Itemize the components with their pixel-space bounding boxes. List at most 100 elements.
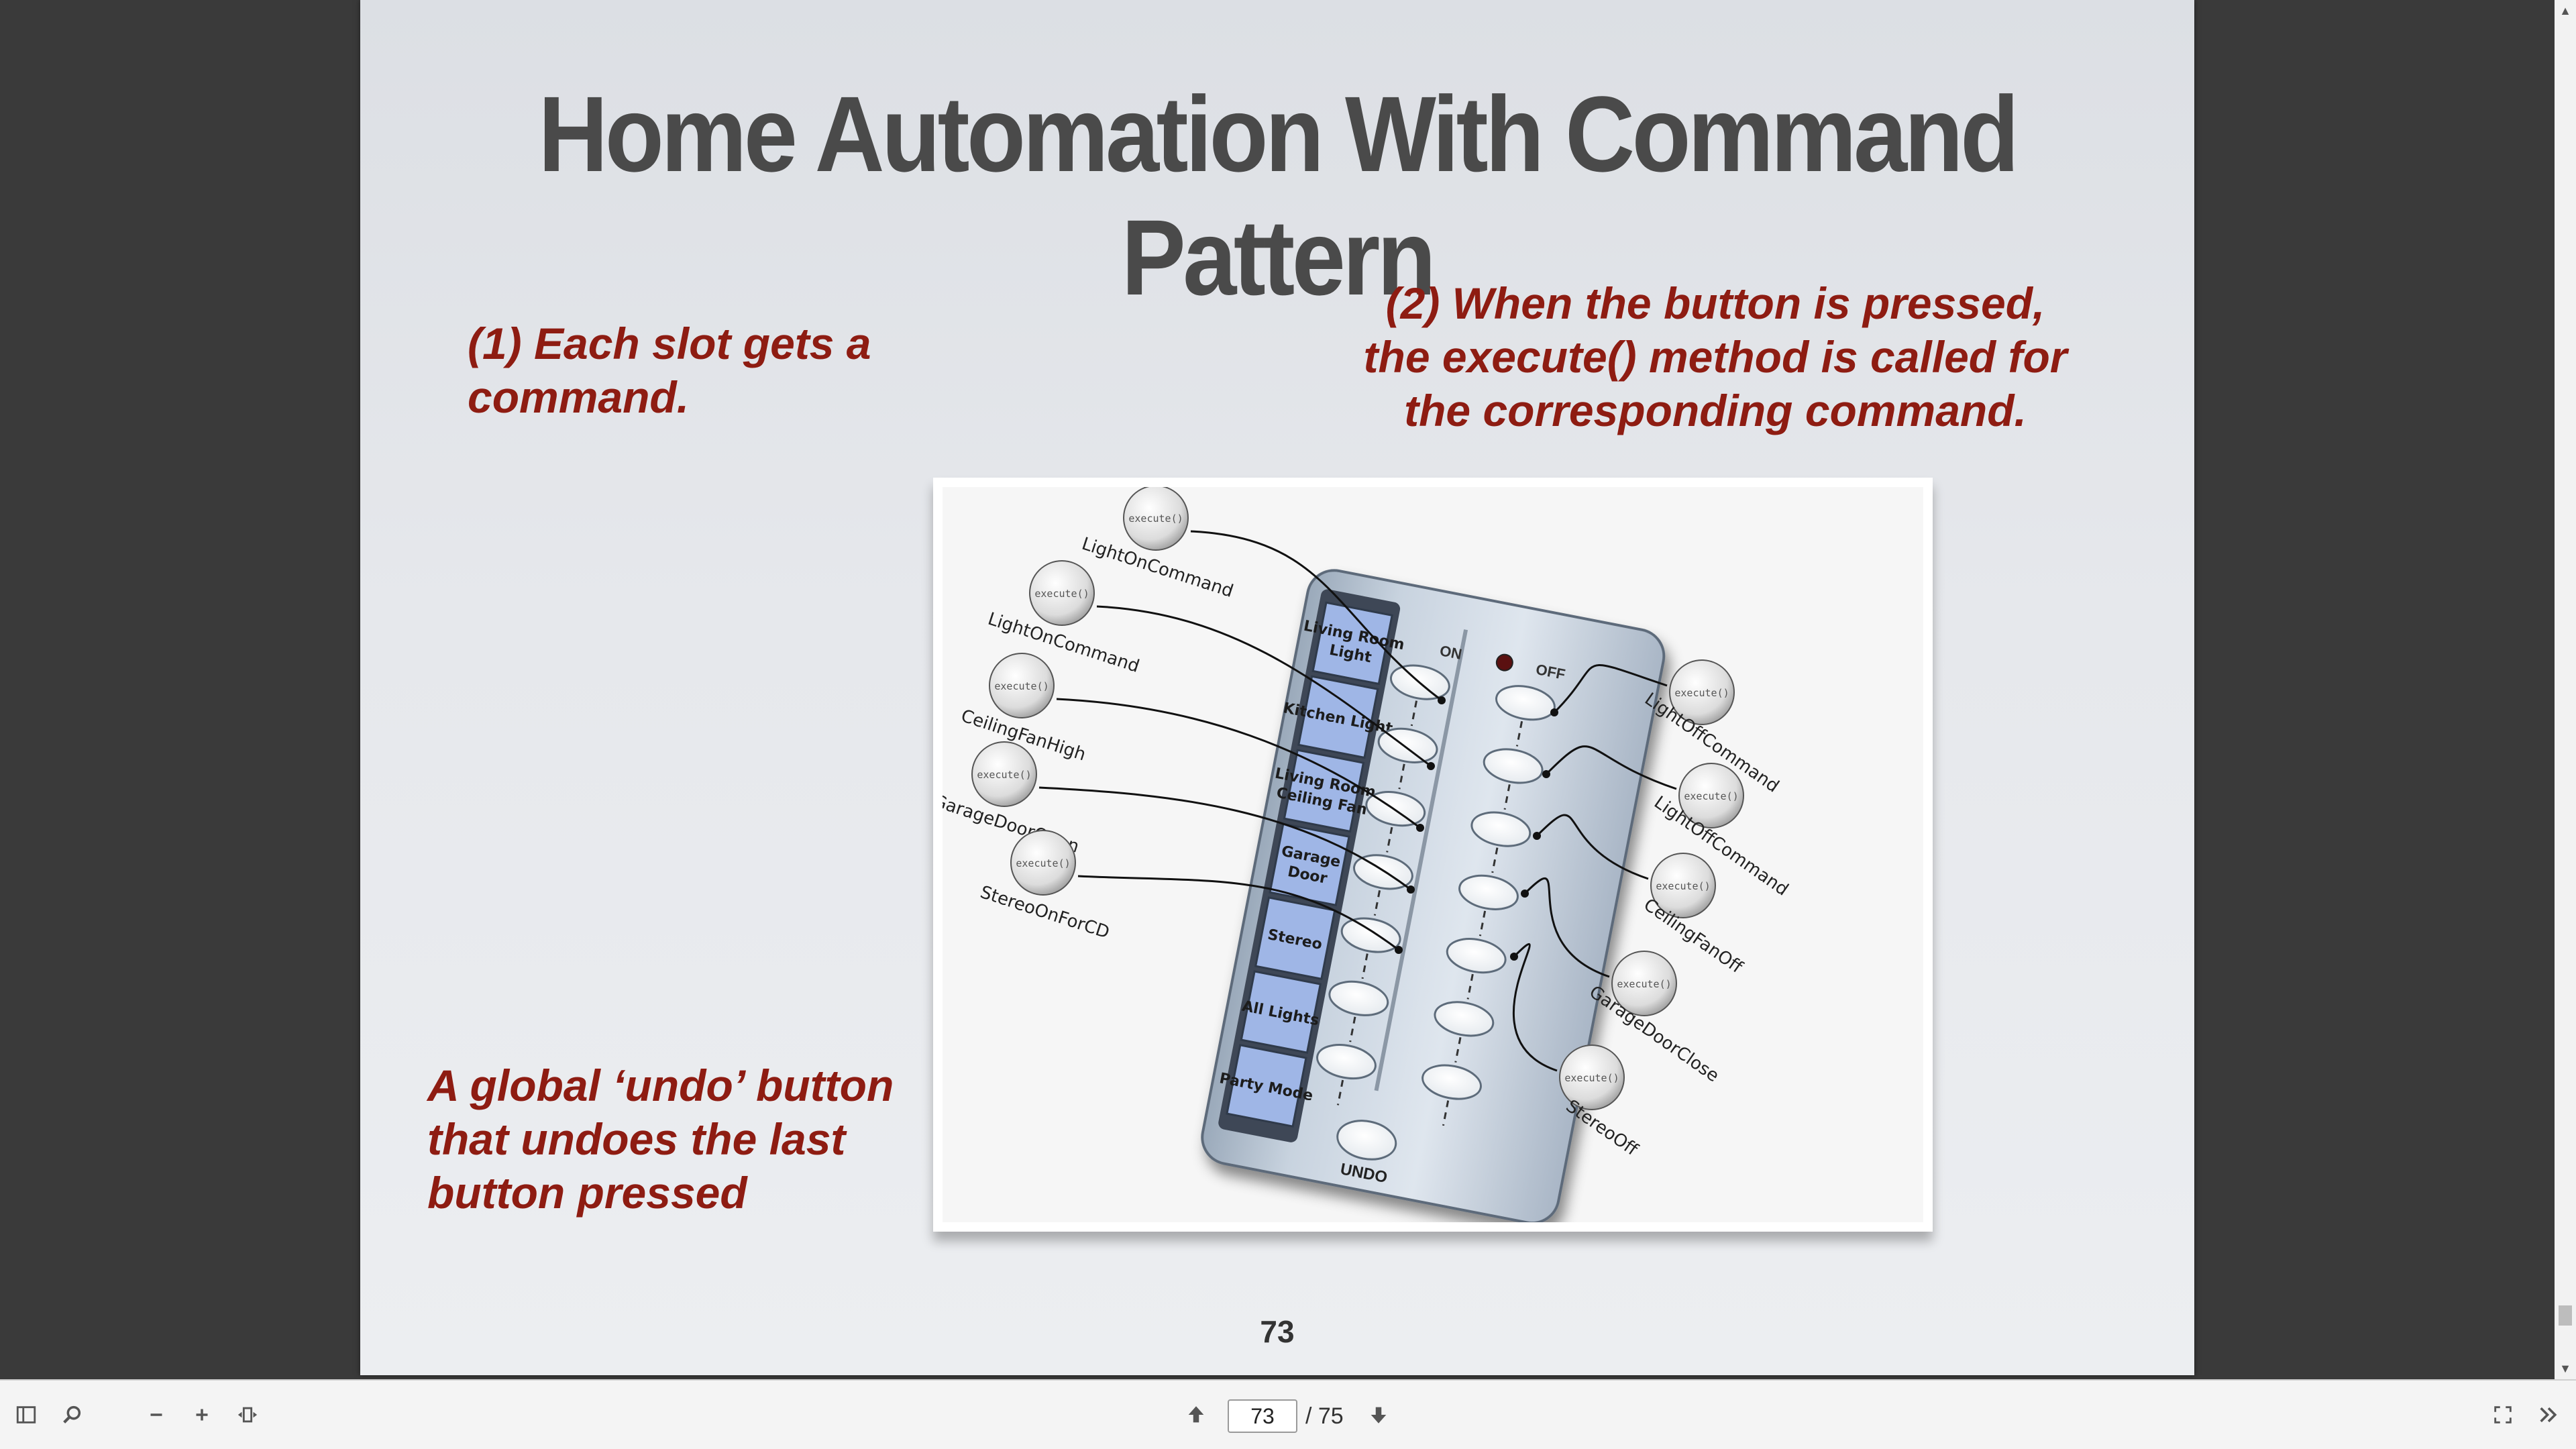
execute-method-label: execute() [977,769,1031,781]
execute-method-label: execute() [994,680,1049,692]
arrow-up-icon [1188,1406,1204,1423]
button-guide [1349,1016,1356,1042]
undo-button [1336,1120,1397,1161]
button-guide [1373,890,1381,916]
off-button [1470,811,1532,847]
button-guide [1515,720,1523,747]
note-undo-button: A global ‘undo’ button that undoes the l… [427,1061,894,1218]
command-wire [1190,530,1442,702]
zoom-out-button[interactable] [140,1398,173,1432]
command-ball [1010,830,1076,896]
command-ball [1669,659,1735,725]
command-ball [989,653,1055,718]
page-number-input[interactable] [1228,1399,1297,1433]
note-execute-method: (2) When the button is pressed, the exec… [1363,278,2068,435]
button-guide [1491,847,1499,873]
slide-page-number: 73 [1260,1314,1295,1349]
execute-method-label: execute() [1128,513,1183,525]
command-ball [1650,853,1716,918]
scrollbar-thumb[interactable] [2559,1305,2572,1326]
more-tools-button[interactable] [2532,1398,2565,1432]
command-wire [1512,943,1558,1072]
fullscreen-button[interactable] [2486,1398,2520,1432]
on-button [1328,980,1389,1016]
command-wire [1096,605,1432,767]
wire-endpoint [1438,696,1446,704]
execute-method-label: execute() [1564,1072,1619,1084]
fit-width-icon [237,1407,258,1423]
on-button [1340,917,1401,953]
wire-endpoint [1521,890,1529,898]
command-wires [1038,530,1677,1072]
slot-label-box [1240,970,1322,1054]
on-button [1316,1044,1377,1080]
on-label: ON [1438,642,1463,663]
off-button [1483,748,1544,784]
wire-endpoint [1395,946,1403,954]
indicator-light-icon [1495,653,1513,672]
button-guide [1386,826,1393,853]
button-guide [1442,1100,1450,1126]
minus-icon [150,1413,162,1416]
button-guide [1336,1079,1344,1106]
plus-icon [196,1409,208,1421]
note-slot-command: (1) Each slot gets a command. [468,319,871,422]
command-object: execute()StereoOnForCD [978,830,1112,943]
search-button[interactable] [55,1398,89,1432]
button-guide [1398,763,1405,790]
command-ball [1123,487,1189,551]
command-wire [1038,786,1411,891]
button-guide [1503,784,1511,810]
double-chevron-icon [2540,1407,2557,1423]
wire-endpoint [1407,885,1415,894]
command-ball [1029,560,1095,626]
command-ball [971,741,1037,807]
next-page-button[interactable] [1362,1398,1395,1432]
command-wire [1536,814,1649,880]
arrow-down-icon [1371,1407,1387,1424]
sidebar-toggle-button[interactable] [9,1398,43,1432]
viewer-toolbar: / 75 [0,1379,2576,1449]
zoom-in-button[interactable] [185,1398,219,1432]
command-wire [1545,745,1677,790]
fit-width-button[interactable] [231,1398,264,1432]
fullscreen-icon [2494,1406,2512,1424]
remote-divider [1374,629,1468,1091]
command-ball [1559,1044,1625,1110]
wire-endpoint [1427,762,1435,770]
wire-endpoint [1416,824,1424,832]
off-button [1434,1001,1495,1037]
execute-method-label: execute() [1034,588,1089,600]
execute-method-label: execute() [1016,857,1070,869]
wire-endpoint [1510,953,1518,961]
scroll-down-arrow-icon[interactable]: ▼ [2559,1362,2571,1375]
document-viewport[interactable]: Home Automation With Command Pattern (1)… [0,0,2555,1379]
command-wire [1056,698,1421,829]
button-guide [1454,1037,1462,1063]
slot-label-box [1297,675,1379,759]
slide-page: Home Automation With Command Pattern (1)… [360,0,2194,1375]
wire-endpoint [1542,770,1550,778]
sidebar-toggle-icon [16,1406,36,1424]
command-ball [1678,763,1744,828]
wire-endpoint [1550,708,1558,716]
page-total-label: / 75 [1305,1403,1344,1429]
previous-page-button[interactable] [1179,1398,1213,1432]
execute-method-label: execute() [1656,880,1710,892]
vertical-scrollbar[interactable] [2555,0,2576,1379]
command-wire [1077,875,1399,951]
slot-label-box [1254,896,1336,980]
button-guide [1361,953,1368,979]
command-object: execute()StereoOff [1559,1044,1642,1161]
execute-method-label: execute() [1684,790,1738,802]
off-button [1458,874,1519,910]
slot-label-box [1226,1044,1307,1128]
scroll-up-arrow-icon[interactable]: ▲ [2559,4,2571,17]
slide-title: Home Automation With Command Pattern [538,74,2019,317]
execute-method-label: execute() [1674,687,1729,699]
execute-method-label: execute() [1617,978,1671,990]
command-wire [1553,664,1668,714]
